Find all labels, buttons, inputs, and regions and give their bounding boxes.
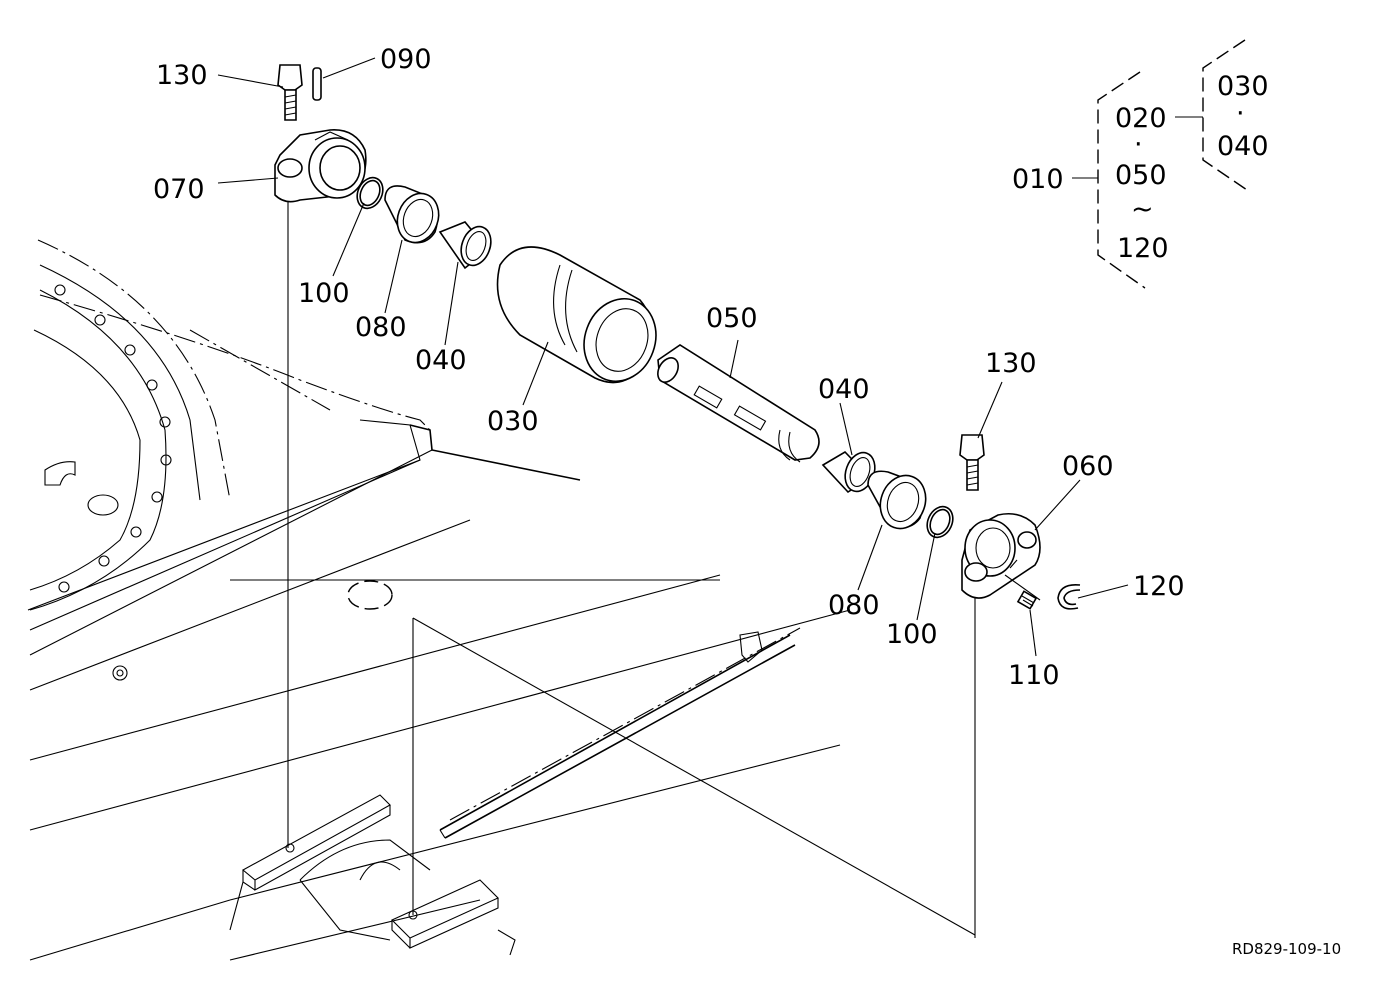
legend-group1-dot: · <box>1134 129 1143 160</box>
part-130-bolt-left <box>277 64 303 121</box>
callout-040-right: 040 <box>818 374 870 405</box>
legend-group1-tilde: ~ <box>1131 194 1154 225</box>
callout-090: 090 <box>380 44 432 75</box>
drawing-reference-code: RD829-109-10 <box>1232 940 1341 958</box>
callout-130-left: 130 <box>156 60 208 91</box>
callout-030: 030 <box>487 406 539 437</box>
callout-050: 050 <box>706 303 758 334</box>
part-100-oring-left <box>356 176 384 210</box>
legend-group2-top: 030 <box>1217 71 1269 102</box>
ring-bolt-holes <box>54 284 172 593</box>
alignment-line-diagonal <box>412 617 976 936</box>
part-120-snap-ring <box>1057 583 1081 610</box>
leader-lines <box>217 57 1129 657</box>
callout-110: 110 <box>1008 660 1060 691</box>
callout-120: 120 <box>1133 571 1185 602</box>
legend-group2-dot: · <box>1236 98 1245 129</box>
callout-labels: 130 090 070 100 080 040 030 050 040 130 … <box>153 44 1185 691</box>
part-080-seal-left <box>384 185 440 244</box>
part-130-bolt-right <box>959 434 985 491</box>
callout-080-right: 080 <box>828 590 880 621</box>
legend-root: 010 <box>1012 164 1064 195</box>
callout-070: 070 <box>153 174 205 205</box>
callout-130-right: 130 <box>985 348 1037 379</box>
assembly-legend: 010 020 · 050 ~ 120 030 · 040 <box>1012 39 1269 289</box>
legend-group1-bot: 120 <box>1117 233 1169 264</box>
legend-group1-mid: 050 <box>1115 160 1167 191</box>
part-100-oring-right <box>926 505 954 539</box>
frame-chassis <box>27 195 976 961</box>
part-060-bracket <box>961 512 1041 599</box>
callout-060: 060 <box>1062 451 1114 482</box>
callout-080-left: 080 <box>355 312 407 343</box>
part-110-set-screw <box>1016 590 1038 610</box>
callout-100-right: 100 <box>886 619 938 650</box>
part-030-roller <box>496 246 657 384</box>
legend-group2-bot: 040 <box>1217 131 1269 162</box>
callout-040-left: 040 <box>415 345 467 376</box>
part-090-pin <box>312 67 322 101</box>
part-040-bushing-left <box>438 221 492 270</box>
part-050-shaft <box>657 344 820 463</box>
callout-100-left: 100 <box>298 278 350 309</box>
legend-group1-top: 020 <box>1115 103 1167 134</box>
part-070-bracket <box>274 129 367 203</box>
part-080-seal-right <box>867 470 927 530</box>
